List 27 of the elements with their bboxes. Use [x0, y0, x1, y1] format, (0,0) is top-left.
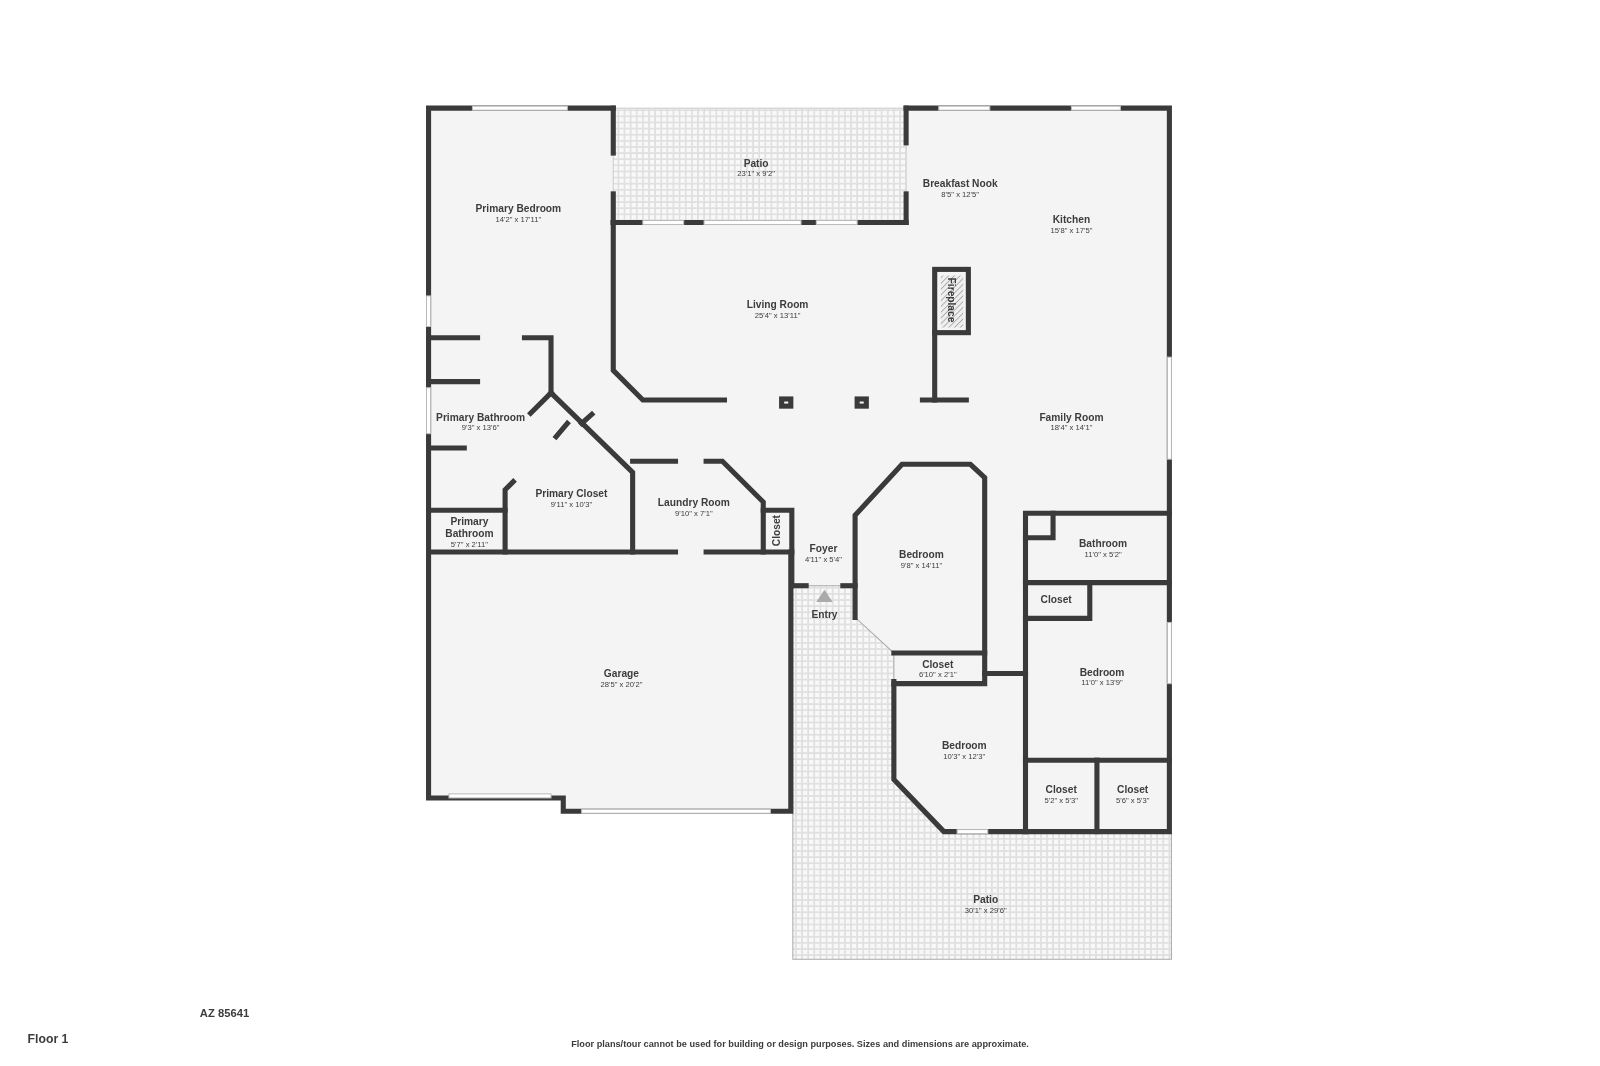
room-name: Primary Bathroom	[436, 411, 526, 424]
room-name: Primary Bedroom	[475, 203, 562, 216]
room-name: Patio	[743, 157, 769, 170]
room-name: Laundry Room	[657, 497, 730, 509]
room-name: Primary Bathroom	[444, 515, 495, 540]
room-name: Entry	[811, 608, 838, 621]
disclaimer-text: Floor plans/tour cannot be used for building or design purposes. Sizes and dimensions are approximate.	[571, 1038, 1029, 1050]
room-name: Closet	[1040, 594, 1072, 606]
floor-label: Floor 1	[27, 1032, 69, 1047]
room-name: Bedroom	[1079, 666, 1125, 679]
room-name: Closet	[1117, 783, 1149, 796]
room-name: Closet	[922, 658, 954, 671]
address-text: AZ 85641	[199, 1006, 250, 1020]
room-name: Bathroom	[1078, 538, 1128, 550]
room-name: Primary Closet	[535, 488, 608, 500]
room-name: Family Room	[1039, 411, 1104, 424]
room-name: Bedroom	[899, 549, 944, 561]
room-name: Bedroom	[941, 740, 987, 752]
room-name: Breakfast Nook	[922, 177, 998, 190]
room-name: Closet	[770, 515, 783, 547]
room-name: Living Room	[746, 299, 809, 311]
room-name: Kitchen	[1052, 213, 1091, 226]
room-name: Patio	[973, 894, 999, 906]
room-name: Closet	[1045, 783, 1077, 796]
fireplace-label: Fireplace	[945, 277, 957, 323]
room-name: Foyer	[809, 543, 838, 555]
room-name: Garage	[603, 667, 639, 680]
